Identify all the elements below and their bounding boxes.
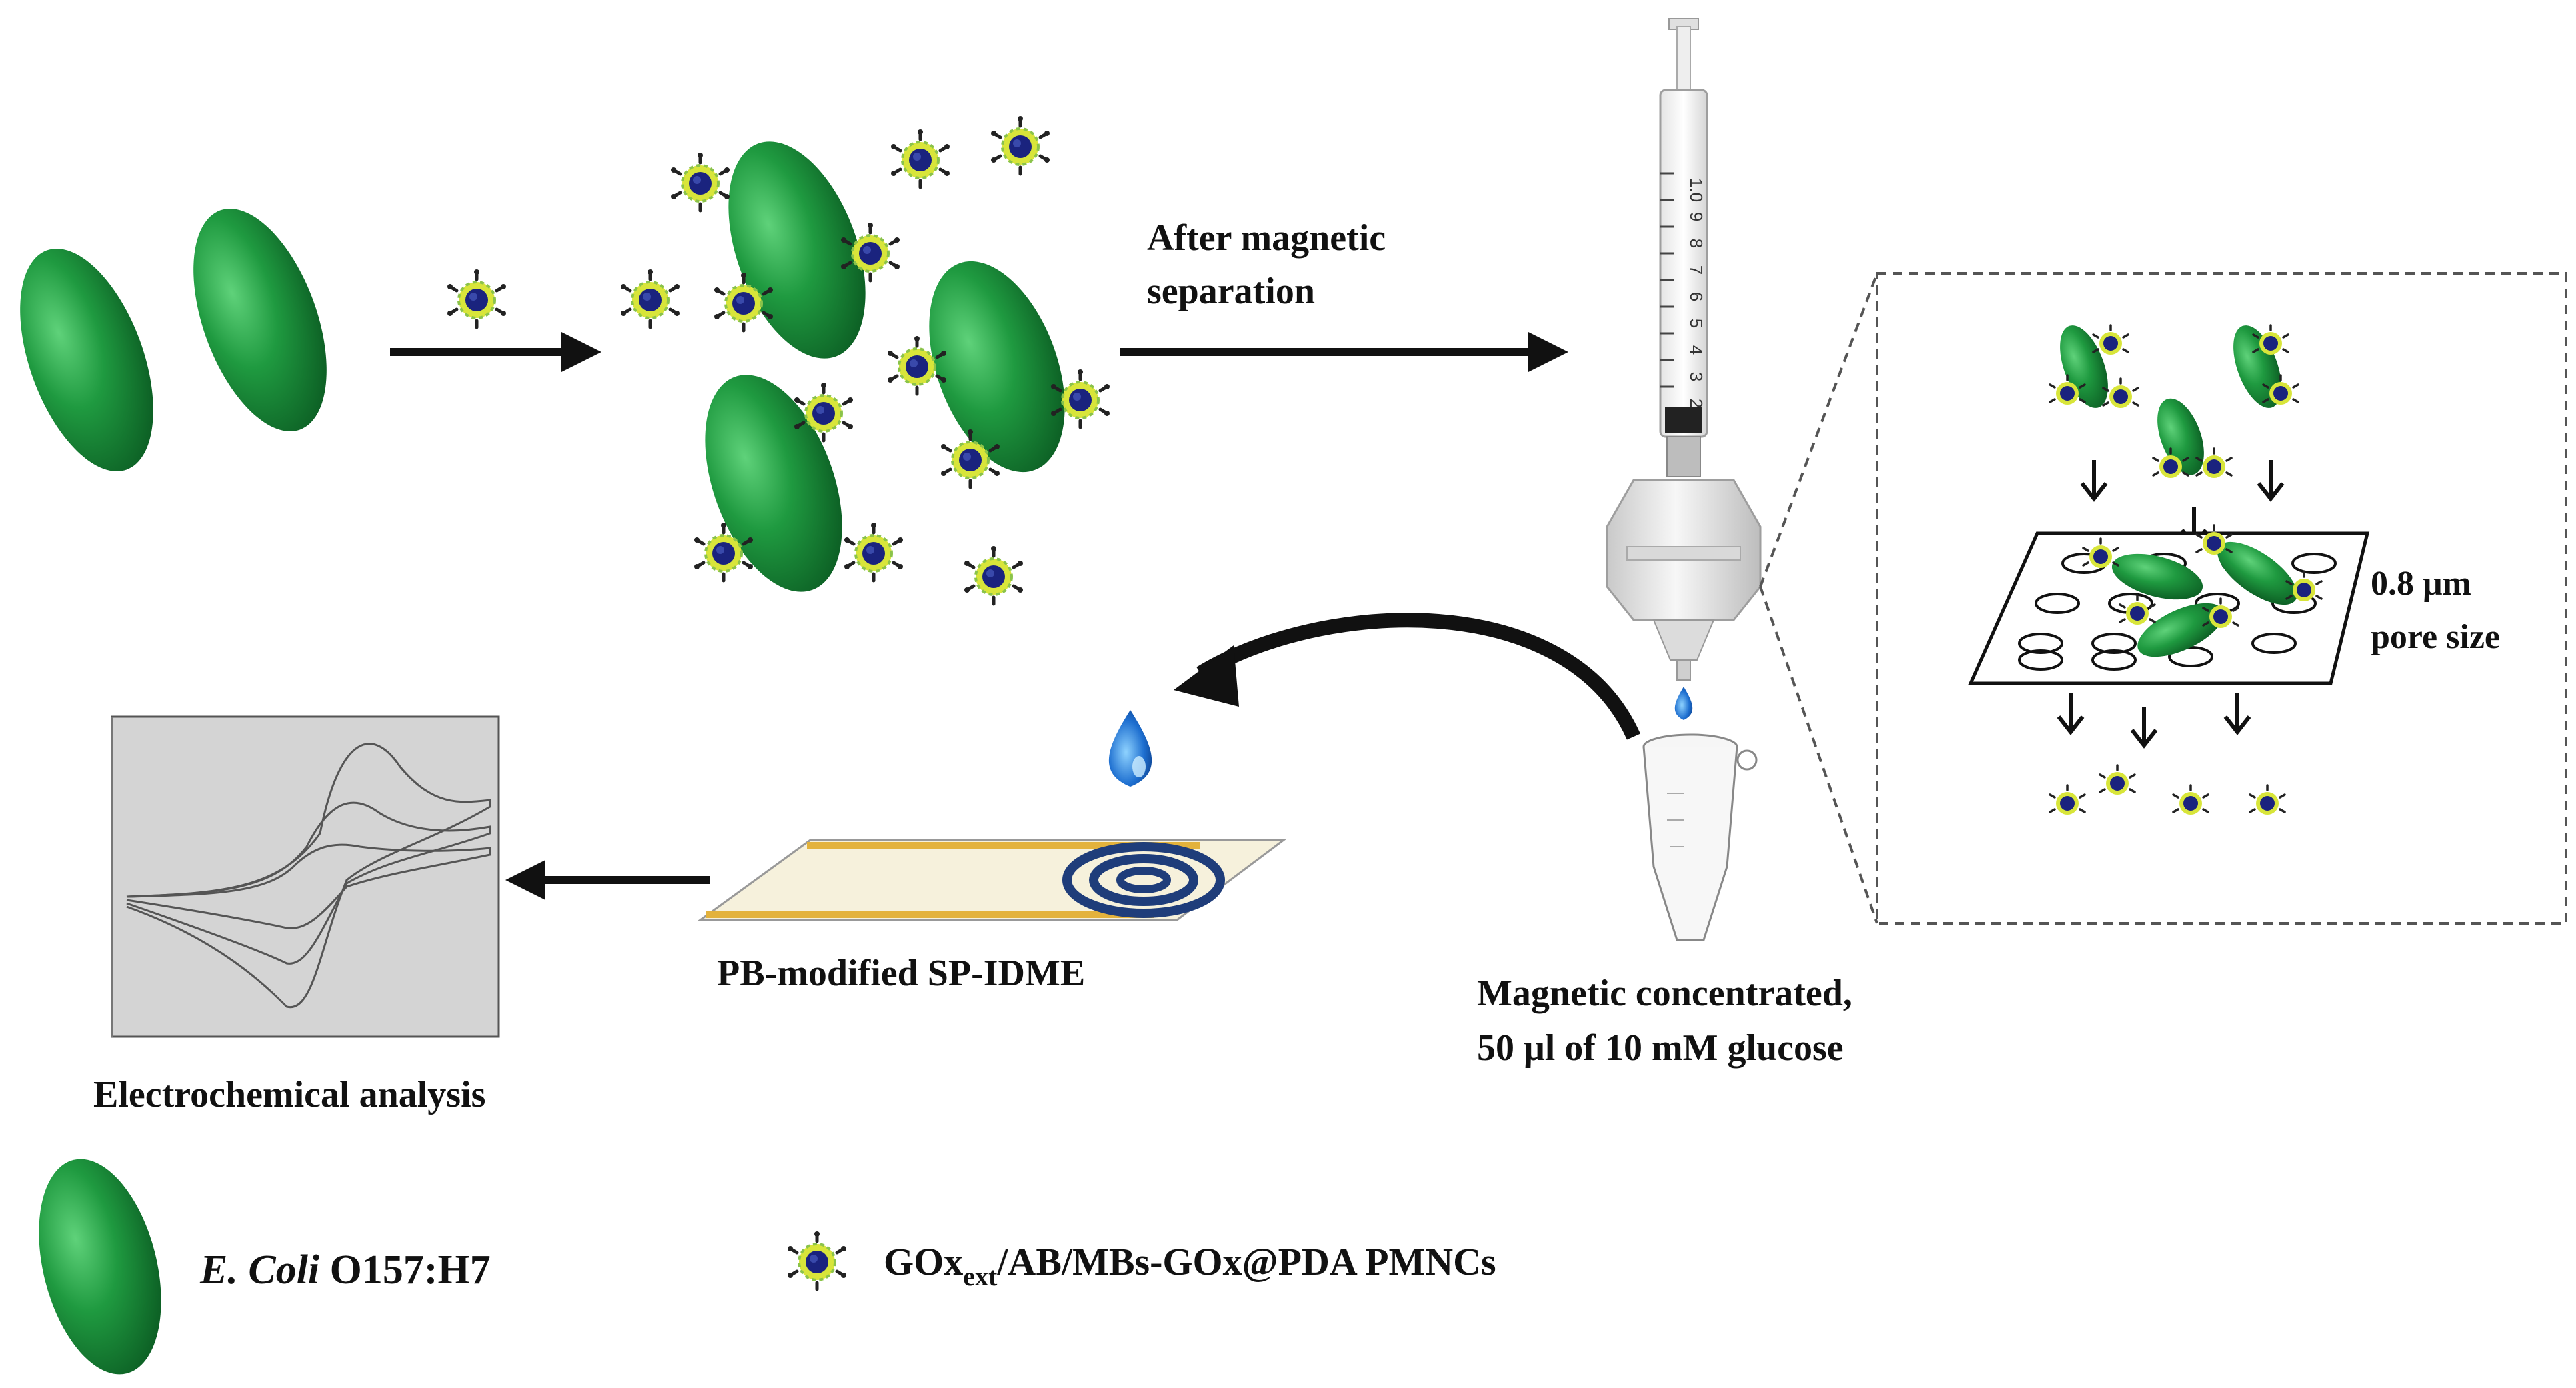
ecoli-legend-icon	[39, 1159, 161, 1375]
syringe-scale-number: 4	[1686, 345, 1706, 355]
ecoli-bacterium	[705, 375, 842, 592]
bacteria-group-initial	[20, 209, 327, 471]
eppendorf-tube	[1642, 733, 1758, 941]
sp-idme-electrode	[697, 839, 1287, 921]
separation-label: separation	[1147, 271, 1315, 312]
water-droplet-icon	[1108, 710, 1152, 787]
particle-icon	[991, 116, 1050, 174]
particle-icon	[891, 129, 950, 187]
cyclic-voltammogram	[111, 715, 500, 1038]
glucose-volume-label: 50 μl of 10 mM glucose	[1477, 1027, 1844, 1069]
particle-icon	[964, 546, 1023, 604]
water-droplet-icon	[1674, 687, 1693, 720]
ecoli-legend-label: E. Coli O157:H7	[199, 1247, 491, 1293]
after-magnetic-label: After magnetic	[1147, 217, 1386, 259]
pore-size-value: 0.8 μm	[2371, 565, 2471, 603]
syringe-scale-number: 5	[1686, 319, 1706, 328]
syringe-scale-number: 9	[1686, 212, 1706, 221]
magnetic-concentrated-label: Magnetic concentrated,	[1477, 973, 1852, 1014]
particle-icon	[671, 153, 730, 211]
filter-inset: 0.8 μm pore size	[1759, 272, 2567, 925]
legend: E. Coli O157:H7 GOxext/AB/MBs-GOx@PDA PM…	[39, 1159, 1496, 1375]
particle-legend-label: GOxext/AB/MBs-GOx@PDA PMNCs	[884, 1240, 1496, 1291]
syringe-filter: 1.0 9 8 7 6 5 4 3 2	[1606, 18, 1762, 720]
particle-icon	[447, 269, 506, 327]
curved-arrow-head	[1174, 645, 1239, 707]
ecoli-bacterium	[193, 209, 327, 431]
curved-arrow	[1196, 613, 1641, 740]
syringe-scale-number: 7	[1686, 265, 1706, 275]
bacteria-particle-mixture	[621, 116, 1110, 611]
particle-icon	[621, 269, 680, 327]
electrode-label: PB-modified SP-IDME	[717, 953, 1085, 994]
syringe-scale-number: 3	[1686, 372, 1706, 381]
particle-legend-icon	[788, 1231, 846, 1289]
syringe-scale-number: 6	[1686, 292, 1706, 301]
interdigitated-electrode-icon	[1062, 842, 1225, 918]
particle-icon	[844, 523, 903, 581]
ecoli-bacterium	[929, 261, 1065, 473]
syringe-scale-number: 2	[1686, 399, 1706, 408]
syringe-scale-number: 8	[1686, 239, 1706, 248]
electrochemical-analysis-label: Electrochemical analysis	[93, 1074, 485, 1115]
syringe-scale-number: 1.0	[1686, 178, 1706, 202]
pore-size-label: pore size	[2371, 618, 2500, 656]
ecoli-bacterium	[20, 249, 153, 471]
